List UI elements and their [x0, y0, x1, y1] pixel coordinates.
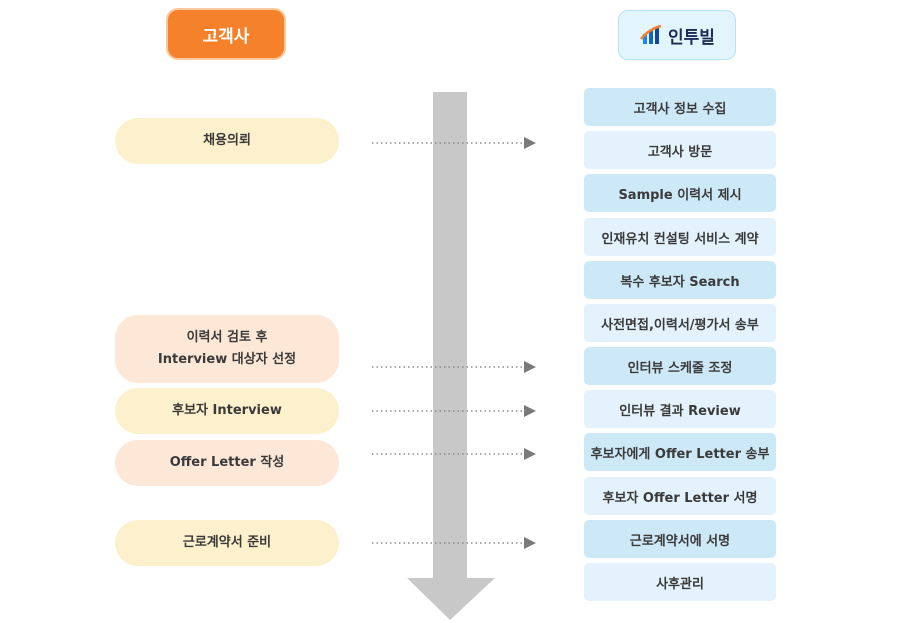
company-logo-icon [640, 24, 662, 44]
client-step-5-label: 근로계약서 준비 [182, 535, 272, 550]
connector-arrow [372, 448, 536, 460]
connector-arrow [372, 405, 536, 417]
client-step-1-label: 채용의뢰 [203, 133, 251, 148]
client-step-1: 채용의뢰 [115, 118, 339, 164]
flow-down-arrow [407, 92, 495, 620]
client-step-4: Offer Letter 작성 [115, 440, 339, 486]
client-step-3-label: 후보자 Interview [172, 403, 282, 418]
company-step-3: Sample 이력서 제시 [584, 174, 776, 212]
connector-arrow [372, 537, 536, 549]
client-step-2: 이력서 검토 후 Interview 대상자 선정 [115, 315, 339, 383]
company-step-10: 후보자 Offer Letter 서명 [584, 477, 776, 515]
connector-arrow [372, 137, 536, 149]
client-step-2-label-line2: Interview 대상자 선정 [157, 352, 297, 367]
client-header: 고객사 [168, 10, 284, 58]
company-step-11: 근로계약서에 서명 [584, 520, 776, 558]
client-step-4-label: Offer Letter 작성 [169, 455, 285, 470]
company-step-12: 사후관리 [584, 563, 776, 601]
company-step-8: 인터뷰 결과 Review [584, 390, 776, 428]
connector-arrow [372, 361, 536, 373]
company-step-7: 인터뷰 스케줄 조정 [584, 347, 776, 385]
company-step-6: 사전면접,이력서/평가서 송부 [584, 304, 776, 342]
client-step-2-label-line1: 이력서 검토 후 [186, 330, 268, 345]
client-header-label: 고객사 [202, 26, 250, 47]
company-step-5: 복수 후보자 Search [584, 261, 776, 299]
company-step-4: 인재유치 컨설팅 서비스 계약 [584, 218, 776, 256]
company-header: 인투빌 [618, 10, 736, 60]
company-step-1: 고객사 정보 수집 [584, 88, 776, 126]
company-step-9: 후보자에게 Offer Letter 송부 [584, 433, 776, 471]
company-header-label: 인투빌 [668, 27, 715, 48]
company-step-2: 고객사 방문 [584, 131, 776, 169]
client-step-5: 근로계약서 준비 [115, 520, 339, 566]
client-step-3: 후보자 Interview [115, 388, 339, 434]
